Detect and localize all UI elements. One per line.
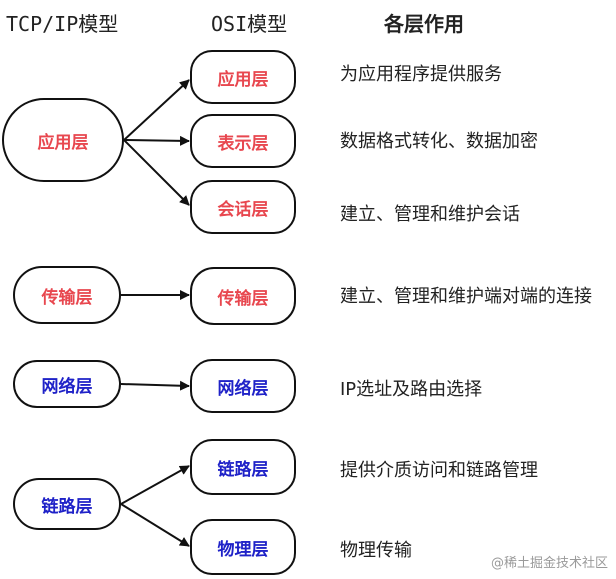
osi-transport-layer: 传输层 xyxy=(190,267,296,325)
osi-session-layer: 会话层 xyxy=(190,180,296,234)
arrow-app-to-session xyxy=(123,139,190,206)
desc-network: IP选址及路由选择 xyxy=(340,379,483,400)
desc-transport: 建立、管理和维护端对端的连接 xyxy=(340,286,592,307)
tcpip-link-layer: 链路层 xyxy=(13,478,121,530)
osi-physical-layer: 物理层 xyxy=(190,519,296,575)
arrow-network xyxy=(120,380,190,391)
desc-presentation: 数据格式转化、数据加密 xyxy=(340,131,538,152)
tcpip-application-layer: 应用层 xyxy=(2,98,124,182)
osi-presentation-layer: 表示层 xyxy=(190,114,296,168)
tcpip-network-layer: 网络层 xyxy=(13,360,121,408)
desc-physical: 物理传输 xyxy=(340,540,412,561)
header-osi: OSI模型 xyxy=(211,12,288,36)
osi-link-layer: 链路层 xyxy=(190,439,296,495)
header-tcpip: TCP/IP模型 xyxy=(6,12,119,36)
watermark: @稀土掘金技术社区 xyxy=(490,556,608,571)
desc-link: 提供介质访问和链路管理 xyxy=(340,460,538,481)
arrow-app-to-app xyxy=(123,79,190,141)
arrow-link-to-physical xyxy=(120,503,190,547)
arrow-app-to-presentation xyxy=(123,135,190,146)
osi-application-layer: 应用层 xyxy=(190,50,296,104)
desc-application: 为应用程序提供服务 xyxy=(340,64,502,85)
header-role: 各层作用 xyxy=(384,12,464,36)
arrow-link-to-link xyxy=(120,465,190,505)
desc-session: 建立、管理和维护会话 xyxy=(340,204,520,225)
tcpip-transport-layer: 传输层 xyxy=(13,266,121,324)
osi-network-layer: 网络层 xyxy=(190,359,296,413)
